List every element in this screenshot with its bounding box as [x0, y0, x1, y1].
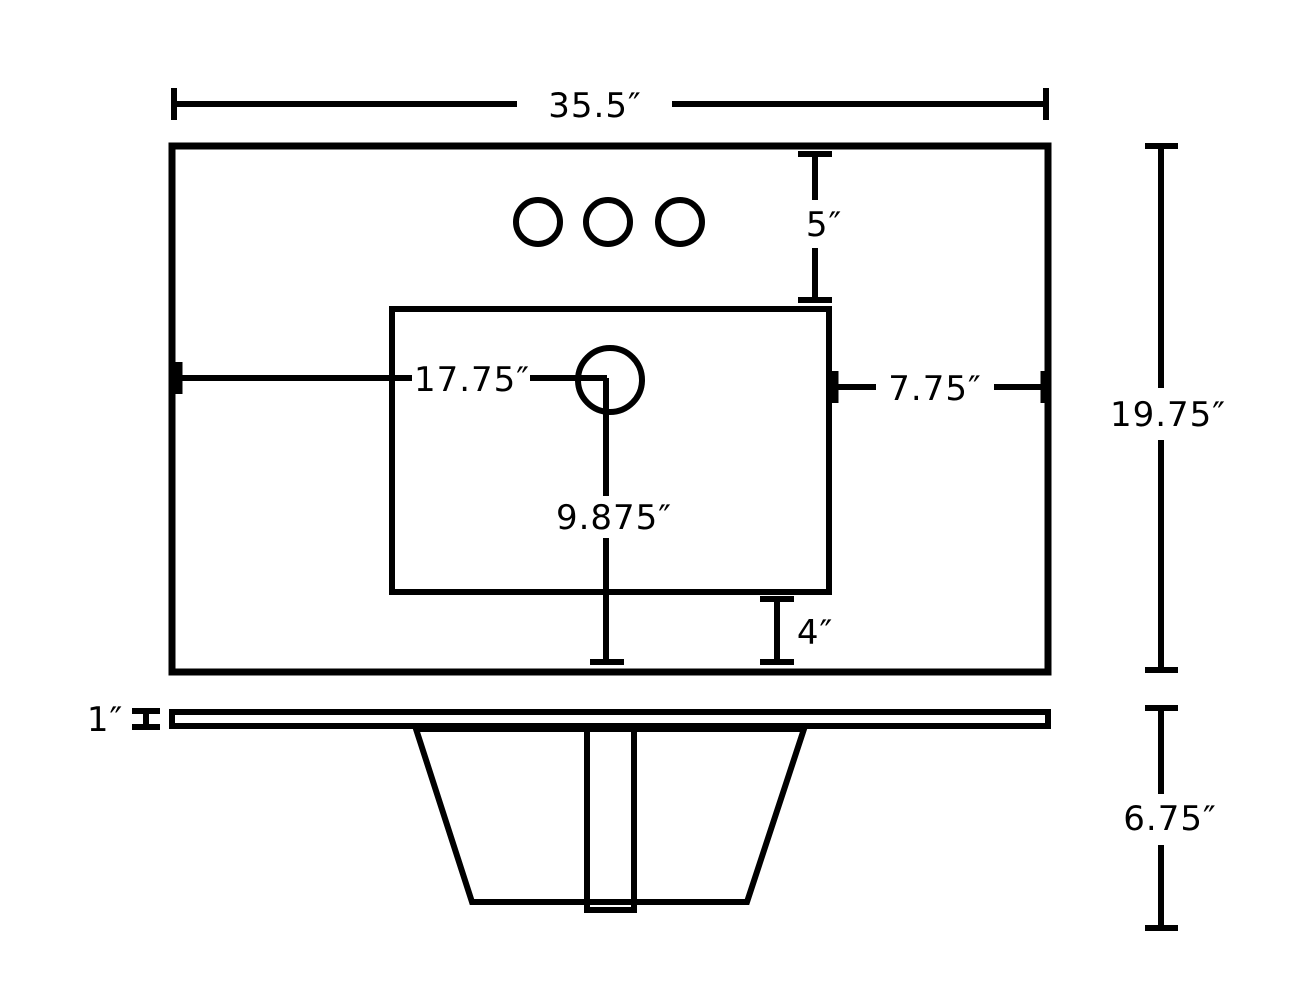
countertop-side-profile — [169, 709, 1051, 729]
faucet-hole-left — [513, 197, 563, 247]
bowl-to-right-edge-label: 7.75″ — [888, 369, 981, 409]
center-from-front-label: 9.875″ — [556, 498, 672, 538]
bowl-side-profile — [411, 726, 809, 905]
faucet-hole-center — [583, 197, 633, 247]
faucet-hole-right — [655, 197, 705, 247]
center-from-left-dimension: 17.75″ — [175, 360, 607, 400]
top-thickness-label: 1″ — [87, 700, 123, 740]
overall-depth-dimension: 19.75″ — [1110, 143, 1226, 673]
bowl-to-front-edge-dimension: 4″ — [760, 596, 833, 665]
bowl-outline — [389, 306, 832, 595]
bowl-to-front-edge-label: 4″ — [797, 613, 833, 653]
overall-depth-label: 19.75″ — [1110, 395, 1226, 435]
overall-width-label: 35.5″ — [548, 86, 641, 126]
faucet-to-bowl-dimension: 5″ — [798, 151, 842, 303]
bowl-to-right-edge-dimension: 7.75″ — [831, 369, 1048, 409]
faucet-to-bowl-label: 5″ — [806, 205, 842, 245]
bowl-height-dimension: 6.75″ — [1123, 705, 1216, 931]
drain-pipe-profile — [584, 726, 637, 913]
center-from-left-label: 17.75″ — [414, 360, 530, 400]
top-thickness-dimension: 1″ — [87, 700, 160, 740]
bowl-height-label: 6.75″ — [1123, 799, 1216, 839]
overall-width-dimension: 35.5″ — [171, 86, 1049, 126]
countertop-outline — [168, 142, 1052, 676]
center-from-front-dimension: 9.875″ — [556, 378, 672, 665]
